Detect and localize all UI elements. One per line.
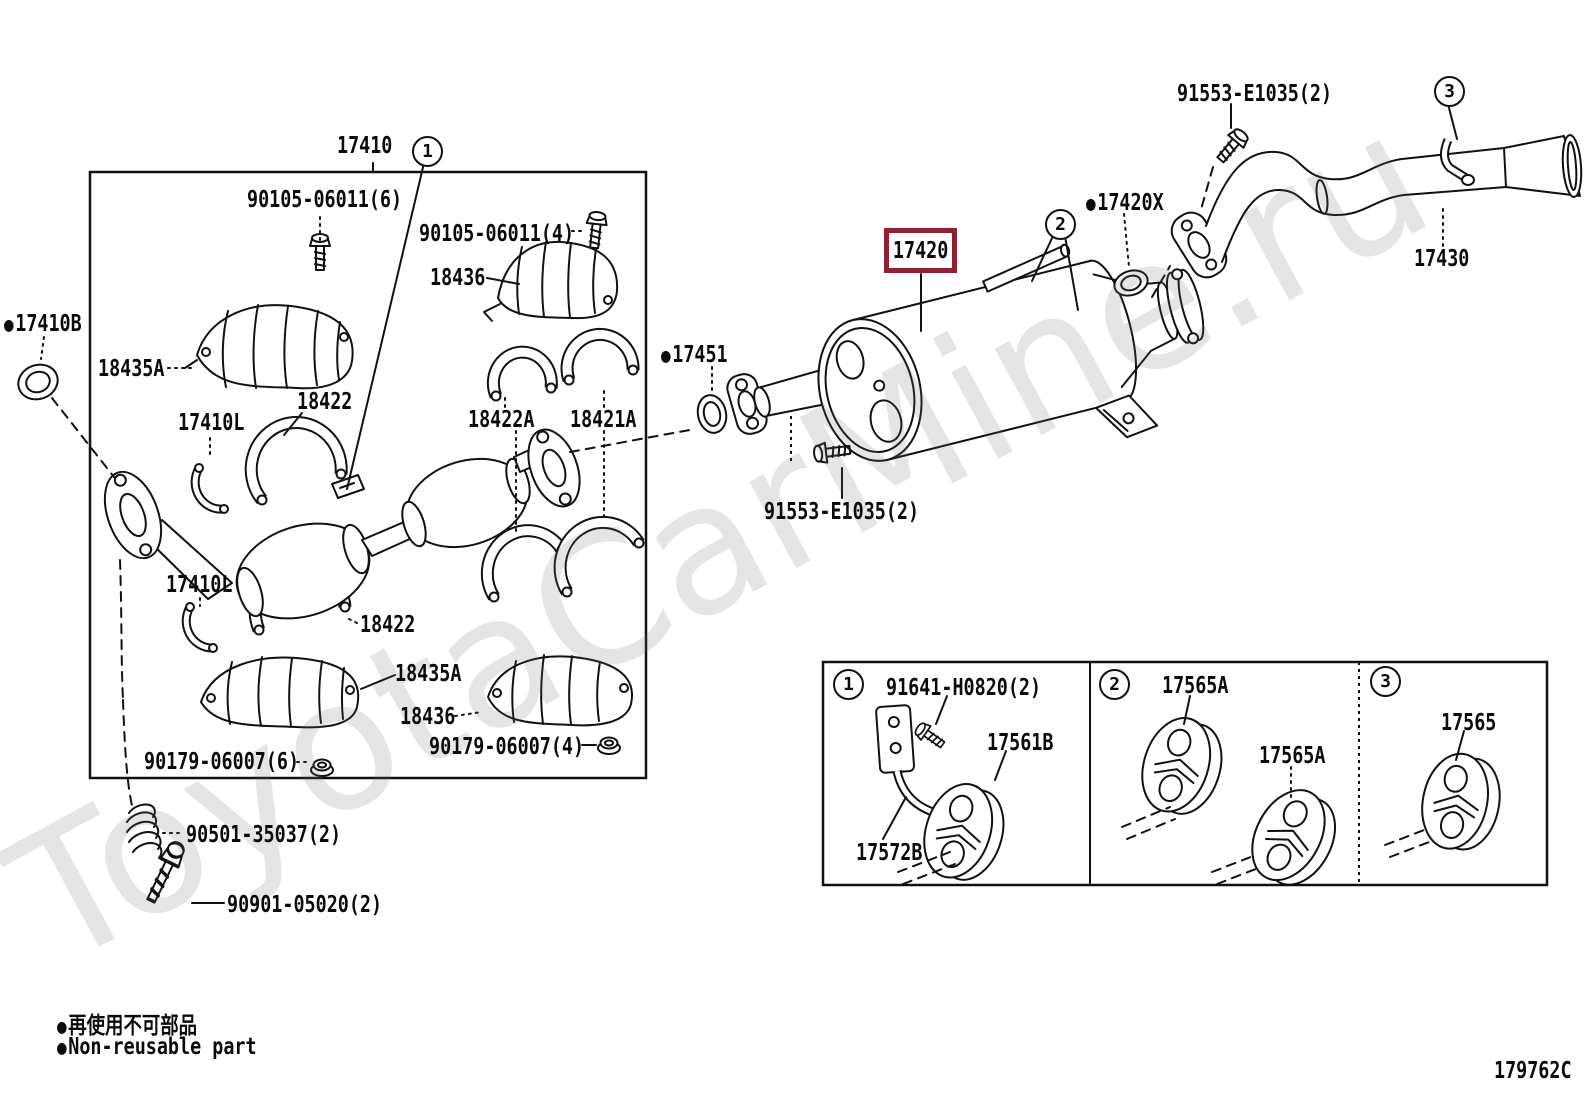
label-18435a-bottom: 18435A — [395, 661, 462, 687]
highlighted-label-17420: 17420 — [884, 228, 957, 273]
callout-2-muffler: 2 — [1045, 209, 1076, 240]
solid-leaders — [191, 103, 1465, 904]
label-17565a-1: 17565A — [1162, 673, 1229, 699]
front-pipe-assembly — [103, 428, 581, 620]
clamp-17410l-lower — [181, 602, 218, 653]
label-17410b: ●17410B — [4, 311, 82, 337]
tailpipe-17430 — [1170, 134, 1583, 279]
non-reusable-dot-icon: ● — [1086, 191, 1096, 215]
label-17561b: 17561B — [987, 730, 1054, 756]
label-90179-06007-4: 90179-06007(4) — [429, 734, 585, 760]
label-17410l-upper: 17410L — [178, 410, 245, 436]
spring-90501 — [126, 803, 163, 859]
bolt-90901 — [140, 837, 190, 907]
non-reusable-dot-icon: ● — [661, 343, 671, 367]
callout-inset-3: 3 — [1370, 666, 1401, 697]
label-18435a-top: 18435A — [98, 356, 165, 382]
bracket-18422-upper — [244, 415, 348, 506]
callout-3-tailpipe: 3 — [1434, 76, 1465, 107]
label-90179-06007-6: 90179-06007(6) — [144, 749, 300, 775]
heat-shield-18436-bottom — [487, 654, 634, 727]
legend-en: ●Non-reusable part — [57, 1034, 257, 1060]
label-17430: 17430 — [1414, 246, 1470, 272]
label-17410l-lower: 17410L — [166, 572, 233, 598]
clamp-17410l-upper — [190, 463, 229, 514]
bracket-18421a-lower — [553, 515, 645, 598]
hanger-17561b — [911, 774, 1016, 892]
label-18421a: 18421A — [570, 407, 637, 433]
label-17565a-2: 17565A — [1259, 743, 1326, 769]
label-18422-upper: 18422 — [297, 389, 353, 415]
heat-shield-18435a-bottom — [200, 656, 360, 729]
bracket-18421a-upper — [560, 328, 640, 386]
non-reusable-dot-icon: ● — [57, 1035, 67, 1059]
callout-inset-1: 1 — [833, 669, 864, 700]
hanger-17565a-2 — [1236, 776, 1351, 900]
label-90105-06011-6: 90105-06011(6) — [247, 187, 403, 213]
nut-90179-6 — [310, 758, 334, 777]
legend-jp: ●再使用不可部品 — [57, 1013, 198, 1039]
non-reusable-dot-icon: ● — [4, 312, 14, 336]
callout-1-main: 1 — [412, 136, 443, 167]
hanger-17565 — [1412, 746, 1510, 859]
label-18422-lower: 18422 — [360, 612, 416, 638]
label-17565: 17565 — [1441, 710, 1497, 736]
label-90105-06011-4: 90105-06011(4) — [419, 221, 575, 247]
assembly-dashes — [51, 166, 1214, 811]
label-91553-lower: 91553-E1035(2) — [764, 499, 920, 525]
label-18436-top: 18436 — [430, 265, 486, 291]
label-17572b: 17572B — [856, 840, 923, 866]
dotted-leaders — [40, 207, 1444, 834]
bolt-90105-4 — [583, 210, 609, 250]
label-17420x: ●17420X — [1086, 190, 1164, 216]
label-91553-upper: 91553-E1035(2) — [1177, 81, 1333, 107]
inset1-bolt-91641 — [911, 719, 949, 753]
label-90501-35037: 90501-35037(2) — [186, 822, 342, 848]
gasket-ring-17410b — [17, 363, 59, 401]
inset-pipe-stubs — [897, 806, 1430, 885]
gasket-ring-17451 — [696, 394, 728, 434]
nut-90179-4 — [597, 736, 621, 755]
non-reusable-dot-icon: ● — [57, 1014, 67, 1038]
inset-boxes-frame — [821, 660, 1549, 887]
label-18422a: 18422A — [468, 407, 535, 433]
gasket-ring-17420x — [1113, 269, 1149, 297]
main-assembly-box — [88, 170, 648, 780]
tailpipe-hook — [1440, 138, 1475, 186]
callout-inset-2: 2 — [1099, 669, 1130, 700]
label-17451: ●17451 — [661, 342, 728, 368]
label-90901-05020: 90901-05020(2) — [227, 892, 383, 918]
label-17410: 17410 — [337, 133, 393, 159]
hanger-17565a-1 — [1129, 708, 1234, 826]
label-91641-h0820: 91641-H0820(2) — [886, 675, 1042, 701]
heat-shield-18435a-top — [184, 304, 354, 390]
muffler-17420 — [817, 243, 1205, 462]
label-18436-bottom: 18436 — [400, 704, 456, 730]
drawing-number: 179762C — [1494, 1058, 1572, 1084]
bracket-18422a-upper — [486, 345, 558, 402]
heat-shield-18436-top — [483, 240, 619, 322]
